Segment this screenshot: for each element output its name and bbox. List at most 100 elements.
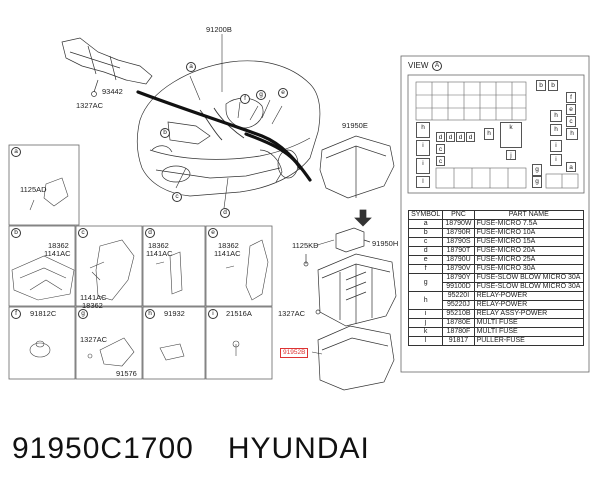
fuse-cell-e: e — [566, 104, 576, 115]
fuse-cell-a: a — [566, 162, 576, 172]
panel-b-label-2: 1141AC — [44, 249, 71, 258]
panel-f-letter: f — [11, 309, 21, 319]
cell-symbol: a — [407, 219, 444, 229]
fuse-cell-d4: d — [466, 132, 475, 142]
cell-pnc: 91817 — [442, 336, 475, 346]
panel-b-letter: b — [11, 228, 21, 238]
fuse-cell-f: f — [566, 92, 576, 103]
car-body-drawing — [136, 60, 321, 197]
panel-g-label-2: 91576 — [116, 369, 137, 378]
cell-symbol: h — [407, 291, 444, 310]
cell-part-name: MULTI FUSE — [473, 318, 585, 328]
fuse-cell-g2: g — [532, 176, 542, 188]
cell-symbol: l — [407, 336, 444, 346]
cell-part-name: RELAY-POWER — [473, 300, 585, 310]
cell-pnc: 95210B — [442, 309, 475, 319]
panel-i-label: 21516A — [226, 309, 252, 318]
label-91950E: 91950E — [342, 121, 368, 130]
fuse-cell-c: c — [566, 116, 576, 127]
fuse-cell-k: k — [500, 122, 522, 148]
fuse-cell-h3: h — [550, 110, 562, 122]
cell-pnc: 95220I — [442, 291, 475, 301]
cell-symbol: d — [407, 246, 444, 256]
cell-pnc: 95220J — [442, 300, 475, 310]
cell-pnc: 18790W — [442, 219, 475, 229]
fuse-box-tray-drawing — [317, 325, 395, 391]
panel-e-label-1: 18362 — [218, 241, 239, 250]
fuse-cell-i3: i — [550, 140, 562, 152]
cell-symbol: i — [407, 309, 444, 319]
header-part-name: PART NAME — [473, 210, 585, 220]
panel-c-letter: c — [78, 228, 88, 238]
panel-d-label-2: 1141AC — [146, 249, 173, 258]
cell-part-name: RELAY-POWER — [473, 291, 585, 301]
fuse-cell-c2: c — [436, 156, 445, 166]
header-symbol: SYMBOL — [407, 210, 444, 220]
label-1327AC-mid: 1327AC — [278, 309, 306, 318]
cell-part-name: MULTI FUSE — [473, 327, 585, 337]
fuse-cell-i2: i — [416, 158, 430, 174]
label-93442: 93442 — [102, 87, 123, 96]
cell-symbol: j — [407, 318, 444, 328]
fuse-cell-h5: h — [566, 128, 578, 140]
cell-part-name: FUSE-MICRO 30A — [473, 264, 585, 274]
cell-symbol: e — [407, 255, 444, 265]
cell-pnc: 99100D — [442, 282, 475, 292]
panel-i-letter: i — [208, 309, 218, 319]
label-91950H: 91950H — [372, 239, 399, 248]
callout-e: e — [278, 88, 288, 98]
cell-part-name: FUSE-MICRO 15A — [473, 237, 585, 247]
fuse-cell-d1: d — [436, 132, 445, 142]
cell-pnc: 18790S — [442, 237, 475, 247]
panel-e-letter: e — [208, 228, 218, 238]
cell-pnc: 18790R — [442, 228, 475, 238]
brand: HYUNDAI — [227, 432, 370, 465]
cell-pnc: 18790Y — [442, 273, 475, 283]
label-91952B: 91952B — [280, 348, 309, 358]
fuse-cell-d3: d — [456, 132, 465, 142]
callout-c: c — [172, 192, 182, 202]
view-title: VIEW — [408, 61, 429, 70]
callout-a: a — [186, 62, 196, 72]
table-header-row: SYMBOL PNC PART NAME — [407, 210, 585, 220]
panel-a-letter: a — [11, 147, 21, 157]
panel-g-label-1: 1327AC — [80, 335, 108, 344]
callout-d: d — [220, 208, 230, 218]
header-pnc: PNC — [442, 210, 475, 220]
panel-a-label: 1125AD — [20, 185, 47, 194]
panel-c-label-2: 18362 — [82, 301, 103, 310]
panel-d-label-1: 18362 — [148, 241, 169, 250]
fuse-box-body-drawing — [317, 253, 397, 327]
cell-symbol: k — [407, 327, 444, 337]
panel-g-letter: g — [78, 309, 88, 319]
fuse-cell-g: g — [532, 164, 542, 176]
panel-h-letter: h — [145, 309, 155, 319]
fuse-cell-c1: c — [436, 144, 445, 154]
fuse-cell-d2: d — [446, 132, 455, 142]
fuse-cell-h2: h — [484, 128, 494, 140]
fuse-box-cover-drawing — [319, 135, 395, 199]
label-91200B: 91200B — [206, 25, 232, 34]
fuse-cell-i4: i — [550, 154, 562, 166]
panel-c-label-1: 1141AC — [80, 293, 107, 302]
cell-part-name: PULLER-FUSE — [473, 336, 585, 346]
cell-symbol: g — [407, 273, 444, 292]
view-title-letter: A — [432, 61, 442, 71]
cell-pnc: 18780E — [442, 318, 475, 328]
cell-pnc: 18790T — [442, 246, 475, 256]
cell-symbol: b — [407, 228, 444, 238]
cell-part-name: RELAY ASSY-POWER — [473, 309, 585, 319]
